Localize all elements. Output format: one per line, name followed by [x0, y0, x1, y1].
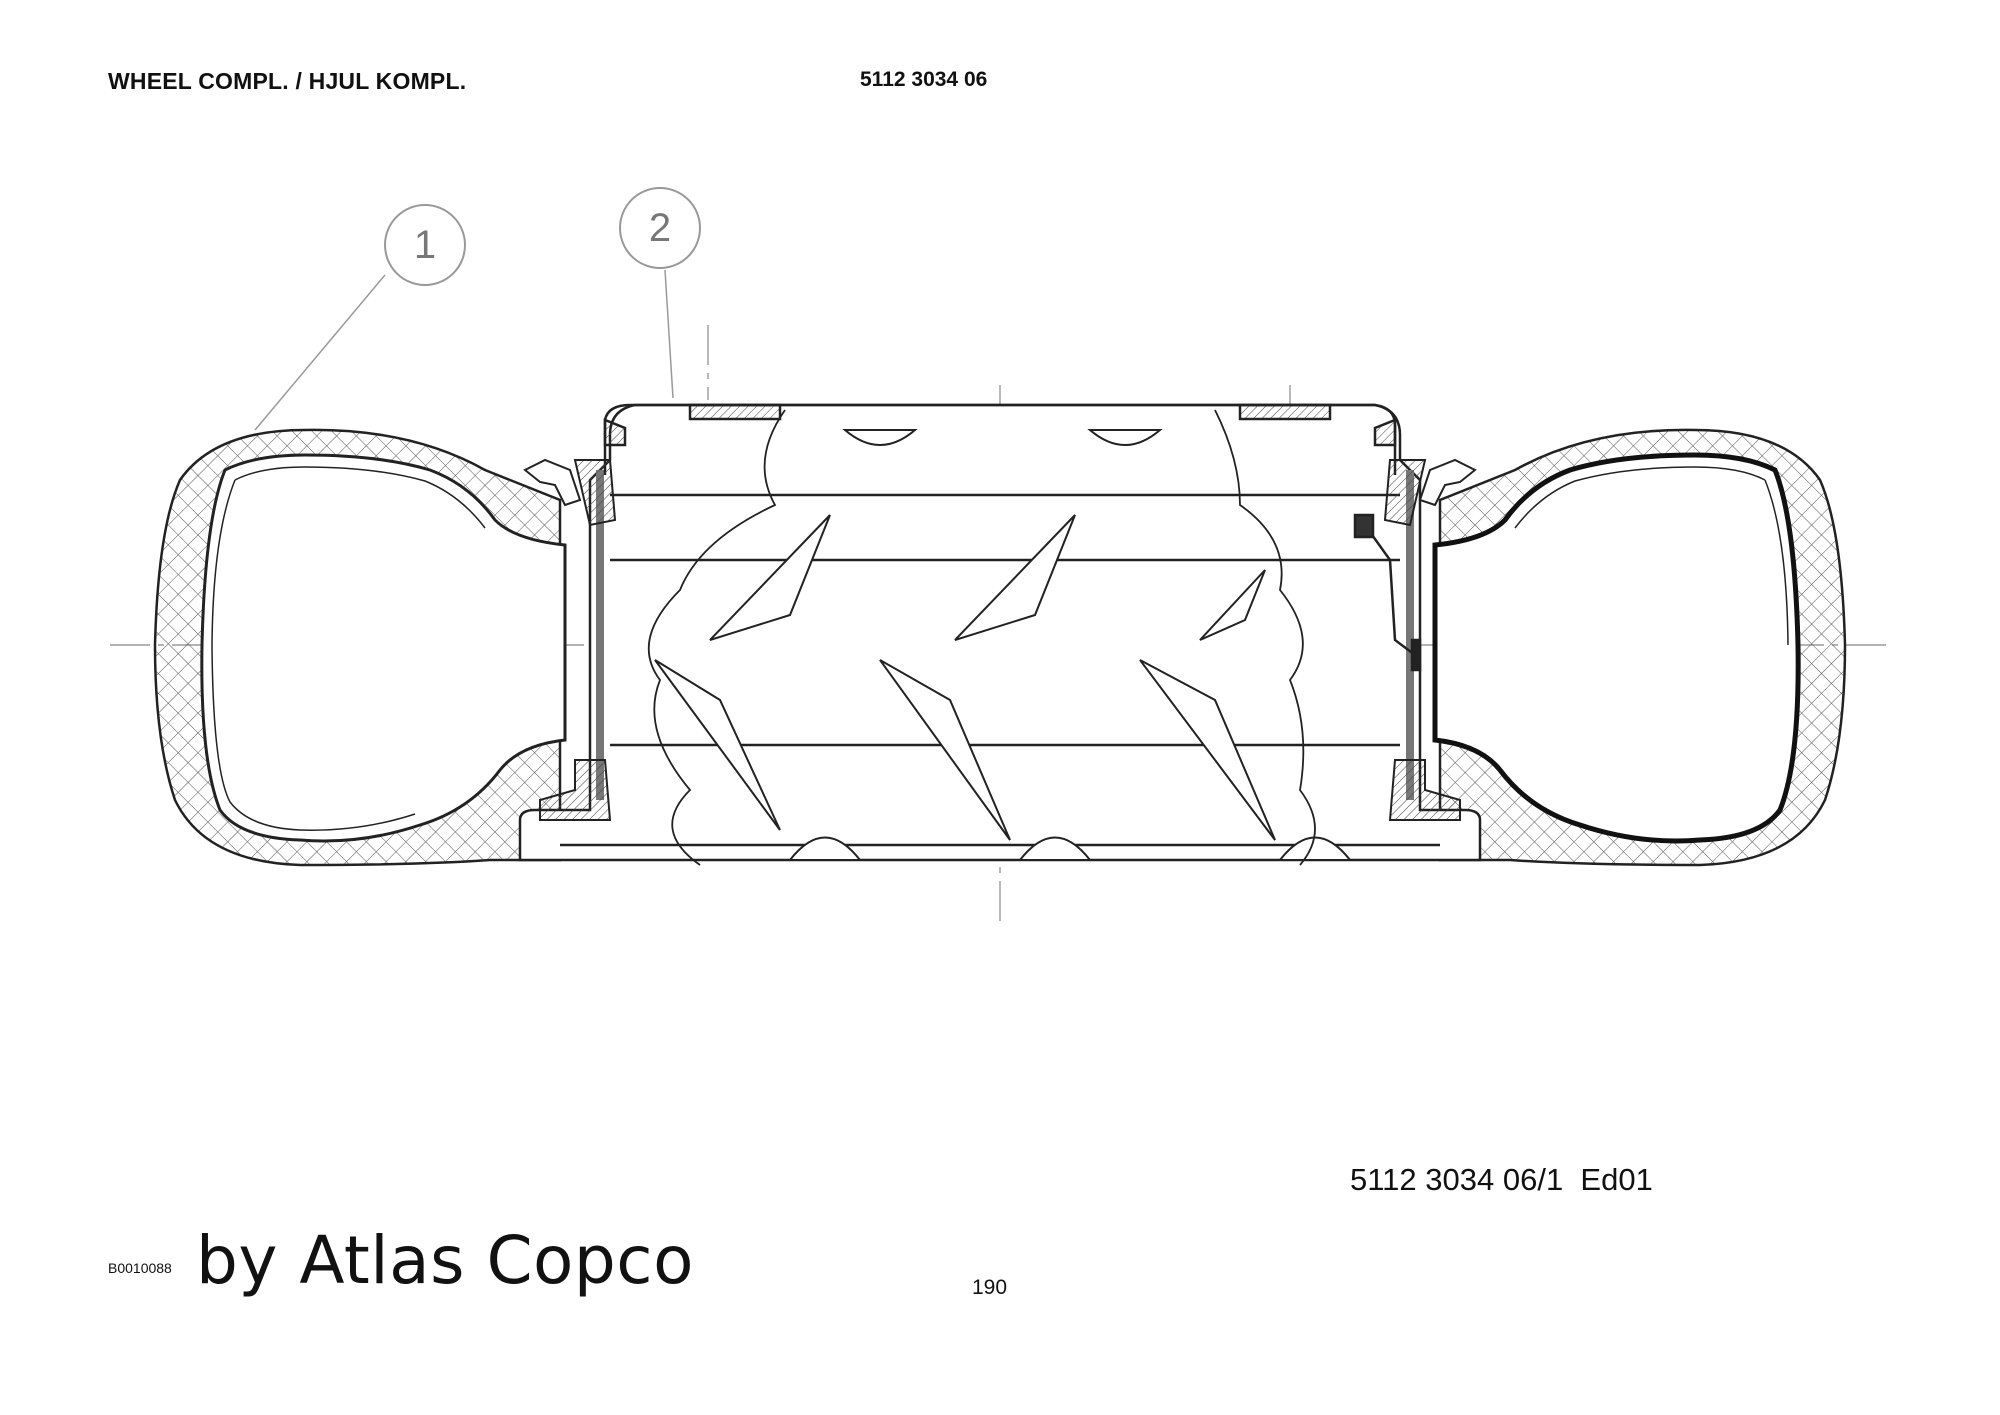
drawing-title: WHEEL COMPL. / HJUL KOMPL. [108, 68, 467, 94]
part-number: 5112 3034 06 [860, 68, 988, 91]
right-tyre [1432, 428, 1847, 867]
right-bead-seat [1383, 458, 1477, 821]
tread-lugs [654, 429, 1353, 861]
callout-2-label: 2 [649, 206, 671, 250]
drawing-id: B0010088 [108, 1260, 172, 1276]
page-number: 190 [972, 1276, 1008, 1299]
brand-text: by Atlas Copco [196, 1222, 694, 1299]
sheet-reference: 5112 3034 06/1 Ed01 [1350, 1162, 1653, 1197]
cutaway-edges [647, 409, 1316, 866]
callout-2: 2 [619, 187, 701, 399]
rim [518, 403, 1482, 862]
hub-plate [603, 403, 1397, 475]
valve-stem [1353, 513, 1422, 672]
callout-1: 1 [254, 204, 466, 431]
left-tyre [153, 428, 567, 867]
left-bead-seat [523, 458, 617, 821]
callout-1-label: 1 [414, 223, 436, 267]
